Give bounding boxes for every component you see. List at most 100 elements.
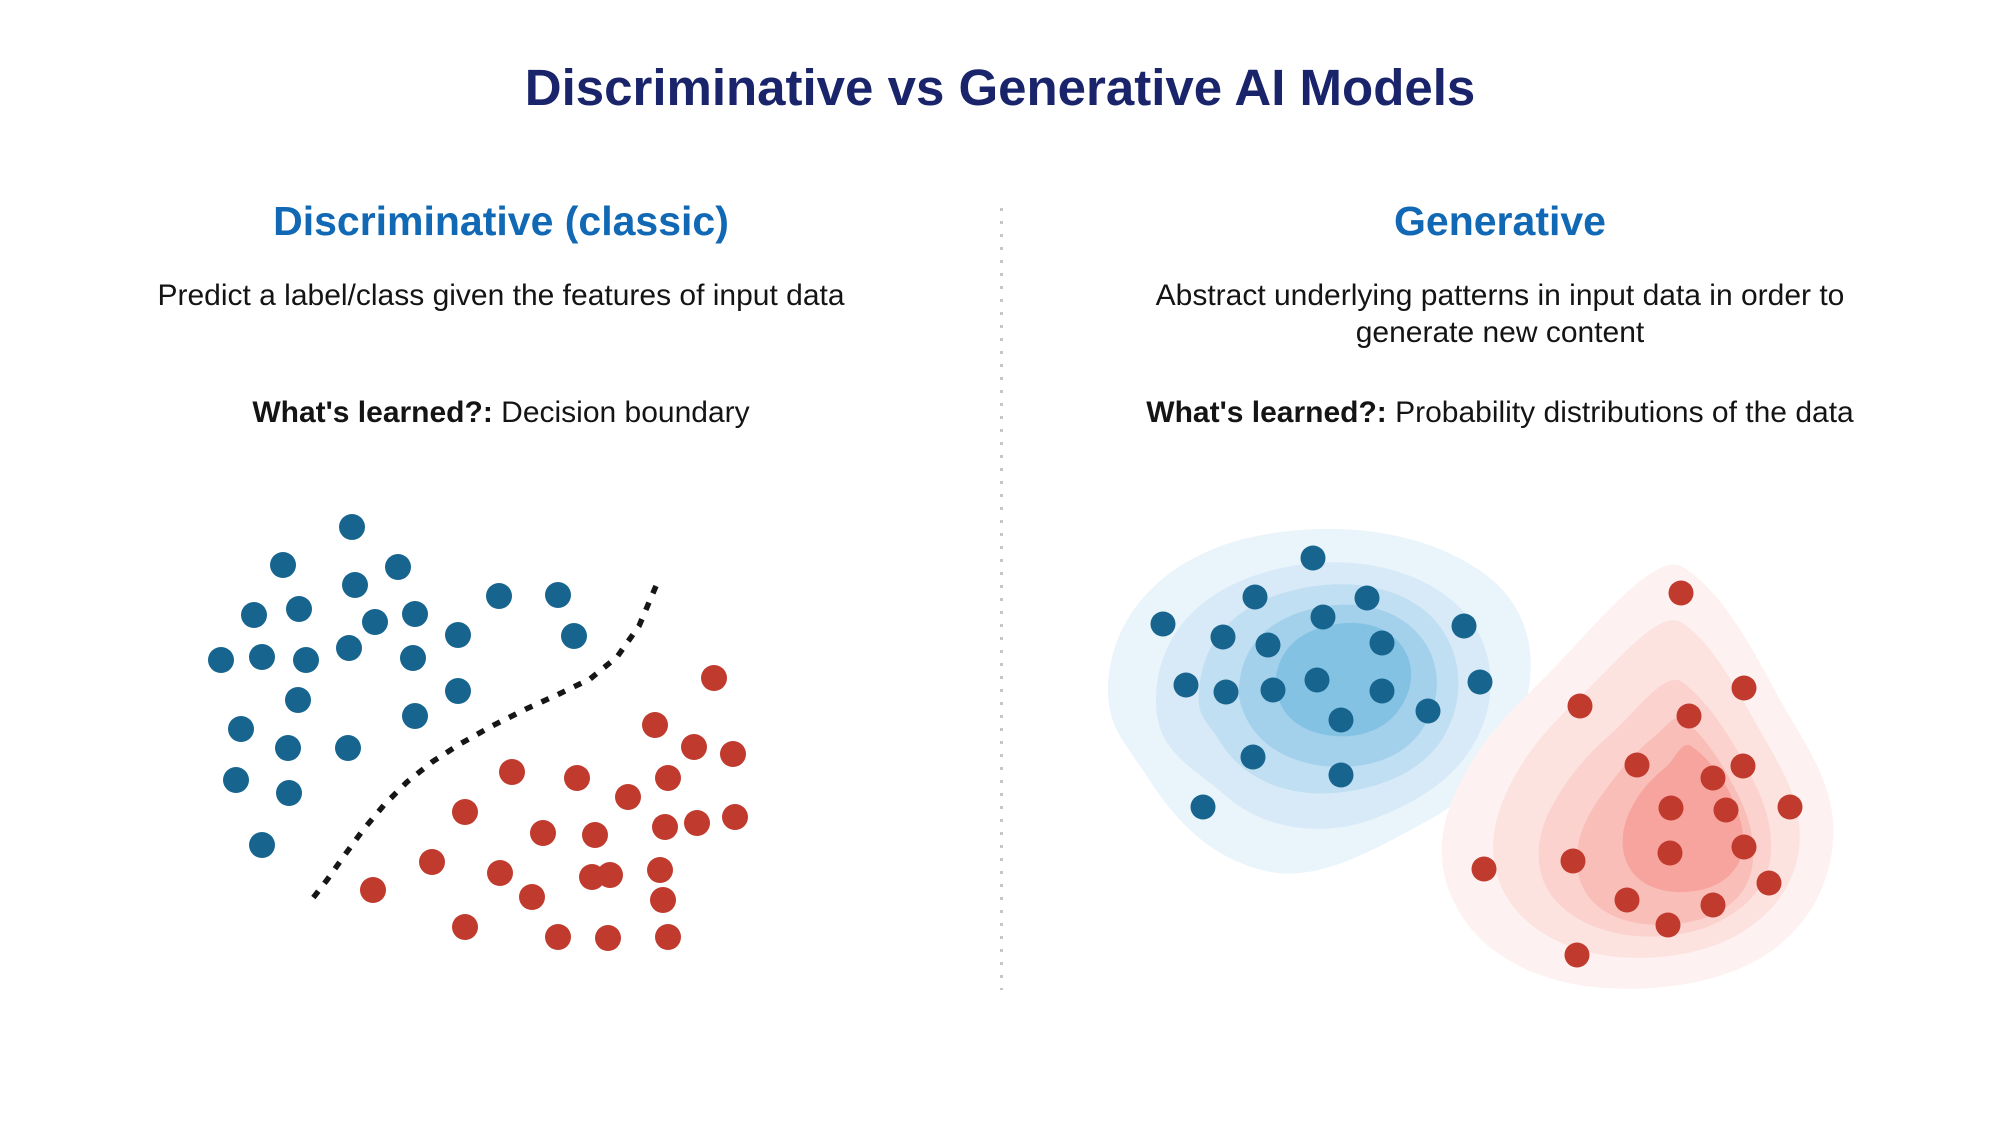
data-point	[561, 623, 587, 649]
data-point	[650, 887, 676, 913]
data-point	[1731, 834, 1757, 860]
data-point	[385, 554, 411, 580]
data-point	[1700, 892, 1726, 918]
generative-heading: Generative	[1394, 198, 1606, 244]
data-point	[1731, 675, 1757, 701]
data-point	[362, 609, 388, 635]
description-line: Predict a label/class given the features…	[157, 279, 845, 312]
generative-density-plot	[1107, 528, 1834, 989]
blue-density-contours	[1107, 528, 1531, 874]
data-point	[1304, 667, 1330, 693]
data-point	[615, 784, 641, 810]
data-point	[1467, 669, 1493, 695]
data-point	[445, 622, 471, 648]
data-point	[1369, 678, 1395, 704]
data-point	[1328, 707, 1354, 733]
data-point	[276, 780, 302, 806]
data-point	[270, 552, 296, 578]
data-point	[1213, 679, 1239, 705]
data-point	[582, 822, 608, 848]
data-point	[684, 810, 710, 836]
learned-label: What's learned?:	[252, 396, 493, 429]
data-point	[402, 601, 428, 627]
data-point	[342, 572, 368, 598]
data-point	[1730, 753, 1756, 779]
discriminative-scatter-plot	[208, 514, 748, 951]
description-line: generate new content	[1355, 316, 1645, 349]
data-point	[1777, 794, 1803, 820]
data-point	[275, 735, 301, 761]
discriminative-description: Predict a label/class given the features…	[0, 277, 1002, 314]
data-point	[1415, 698, 1441, 724]
data-point	[701, 665, 727, 691]
data-point	[1624, 752, 1650, 778]
data-point	[595, 925, 621, 951]
learned-label: What's learned?:	[1146, 396, 1387, 429]
data-point	[530, 820, 556, 846]
data-point	[1369, 630, 1395, 656]
data-point	[1676, 703, 1702, 729]
data-point	[499, 759, 525, 785]
data-point	[402, 703, 428, 729]
data-point	[1451, 613, 1477, 639]
data-point	[642, 712, 668, 738]
data-point	[1260, 677, 1286, 703]
data-point	[1657, 840, 1683, 866]
data-point	[1471, 856, 1497, 882]
data-point	[486, 583, 512, 609]
data-point	[720, 741, 746, 767]
data-point	[1614, 887, 1640, 913]
data-point	[1240, 744, 1266, 770]
data-point	[223, 767, 249, 793]
data-point	[1658, 795, 1684, 821]
data-point	[579, 864, 605, 890]
data-point	[1668, 580, 1694, 606]
data-point	[519, 884, 545, 910]
data-point	[1173, 672, 1199, 698]
data-point	[208, 647, 234, 673]
data-point	[1655, 912, 1681, 938]
data-point	[293, 647, 319, 673]
red-class-points	[1471, 580, 1803, 968]
discriminative-learned-line: What's learned?: Decision boundary	[0, 396, 1002, 430]
data-point	[1567, 693, 1593, 719]
data-point	[655, 765, 681, 791]
data-point	[1354, 585, 1380, 611]
data-point	[1242, 584, 1268, 610]
data-point	[1560, 848, 1586, 874]
blue-class-points	[208, 514, 587, 858]
data-point	[285, 687, 311, 713]
data-point	[400, 645, 426, 671]
data-point	[1564, 942, 1590, 968]
data-point	[487, 860, 513, 886]
generative-learned-line: What's learned?: Probability distributio…	[1002, 396, 1998, 430]
data-point	[445, 678, 471, 704]
data-point	[1756, 870, 1782, 896]
learned-value: Probability distributions of the data	[1386, 396, 1854, 429]
data-point	[652, 814, 678, 840]
learned-value: Decision boundary	[492, 396, 750, 429]
data-point	[249, 644, 275, 670]
data-point	[241, 602, 267, 628]
data-point	[360, 877, 386, 903]
data-point	[452, 914, 478, 940]
data-point	[1255, 632, 1281, 658]
data-point	[1210, 624, 1236, 650]
data-point	[339, 514, 365, 540]
data-point	[228, 716, 254, 742]
data-point	[681, 734, 707, 760]
data-point	[1300, 545, 1326, 571]
blue-class-points	[1150, 545, 1493, 820]
data-point	[1190, 794, 1216, 820]
data-point	[647, 857, 673, 883]
description-line: Abstract underlying patterns in input da…	[1155, 279, 1845, 312]
data-point	[722, 804, 748, 830]
data-point	[545, 582, 571, 608]
data-point	[545, 924, 571, 950]
data-point	[1700, 765, 1726, 791]
data-point	[1713, 797, 1739, 823]
data-point	[564, 765, 590, 791]
page-title: Discriminative vs Generative AI Models	[524, 59, 1476, 116]
discriminative-heading: Discriminative (classic)	[273, 198, 729, 244]
